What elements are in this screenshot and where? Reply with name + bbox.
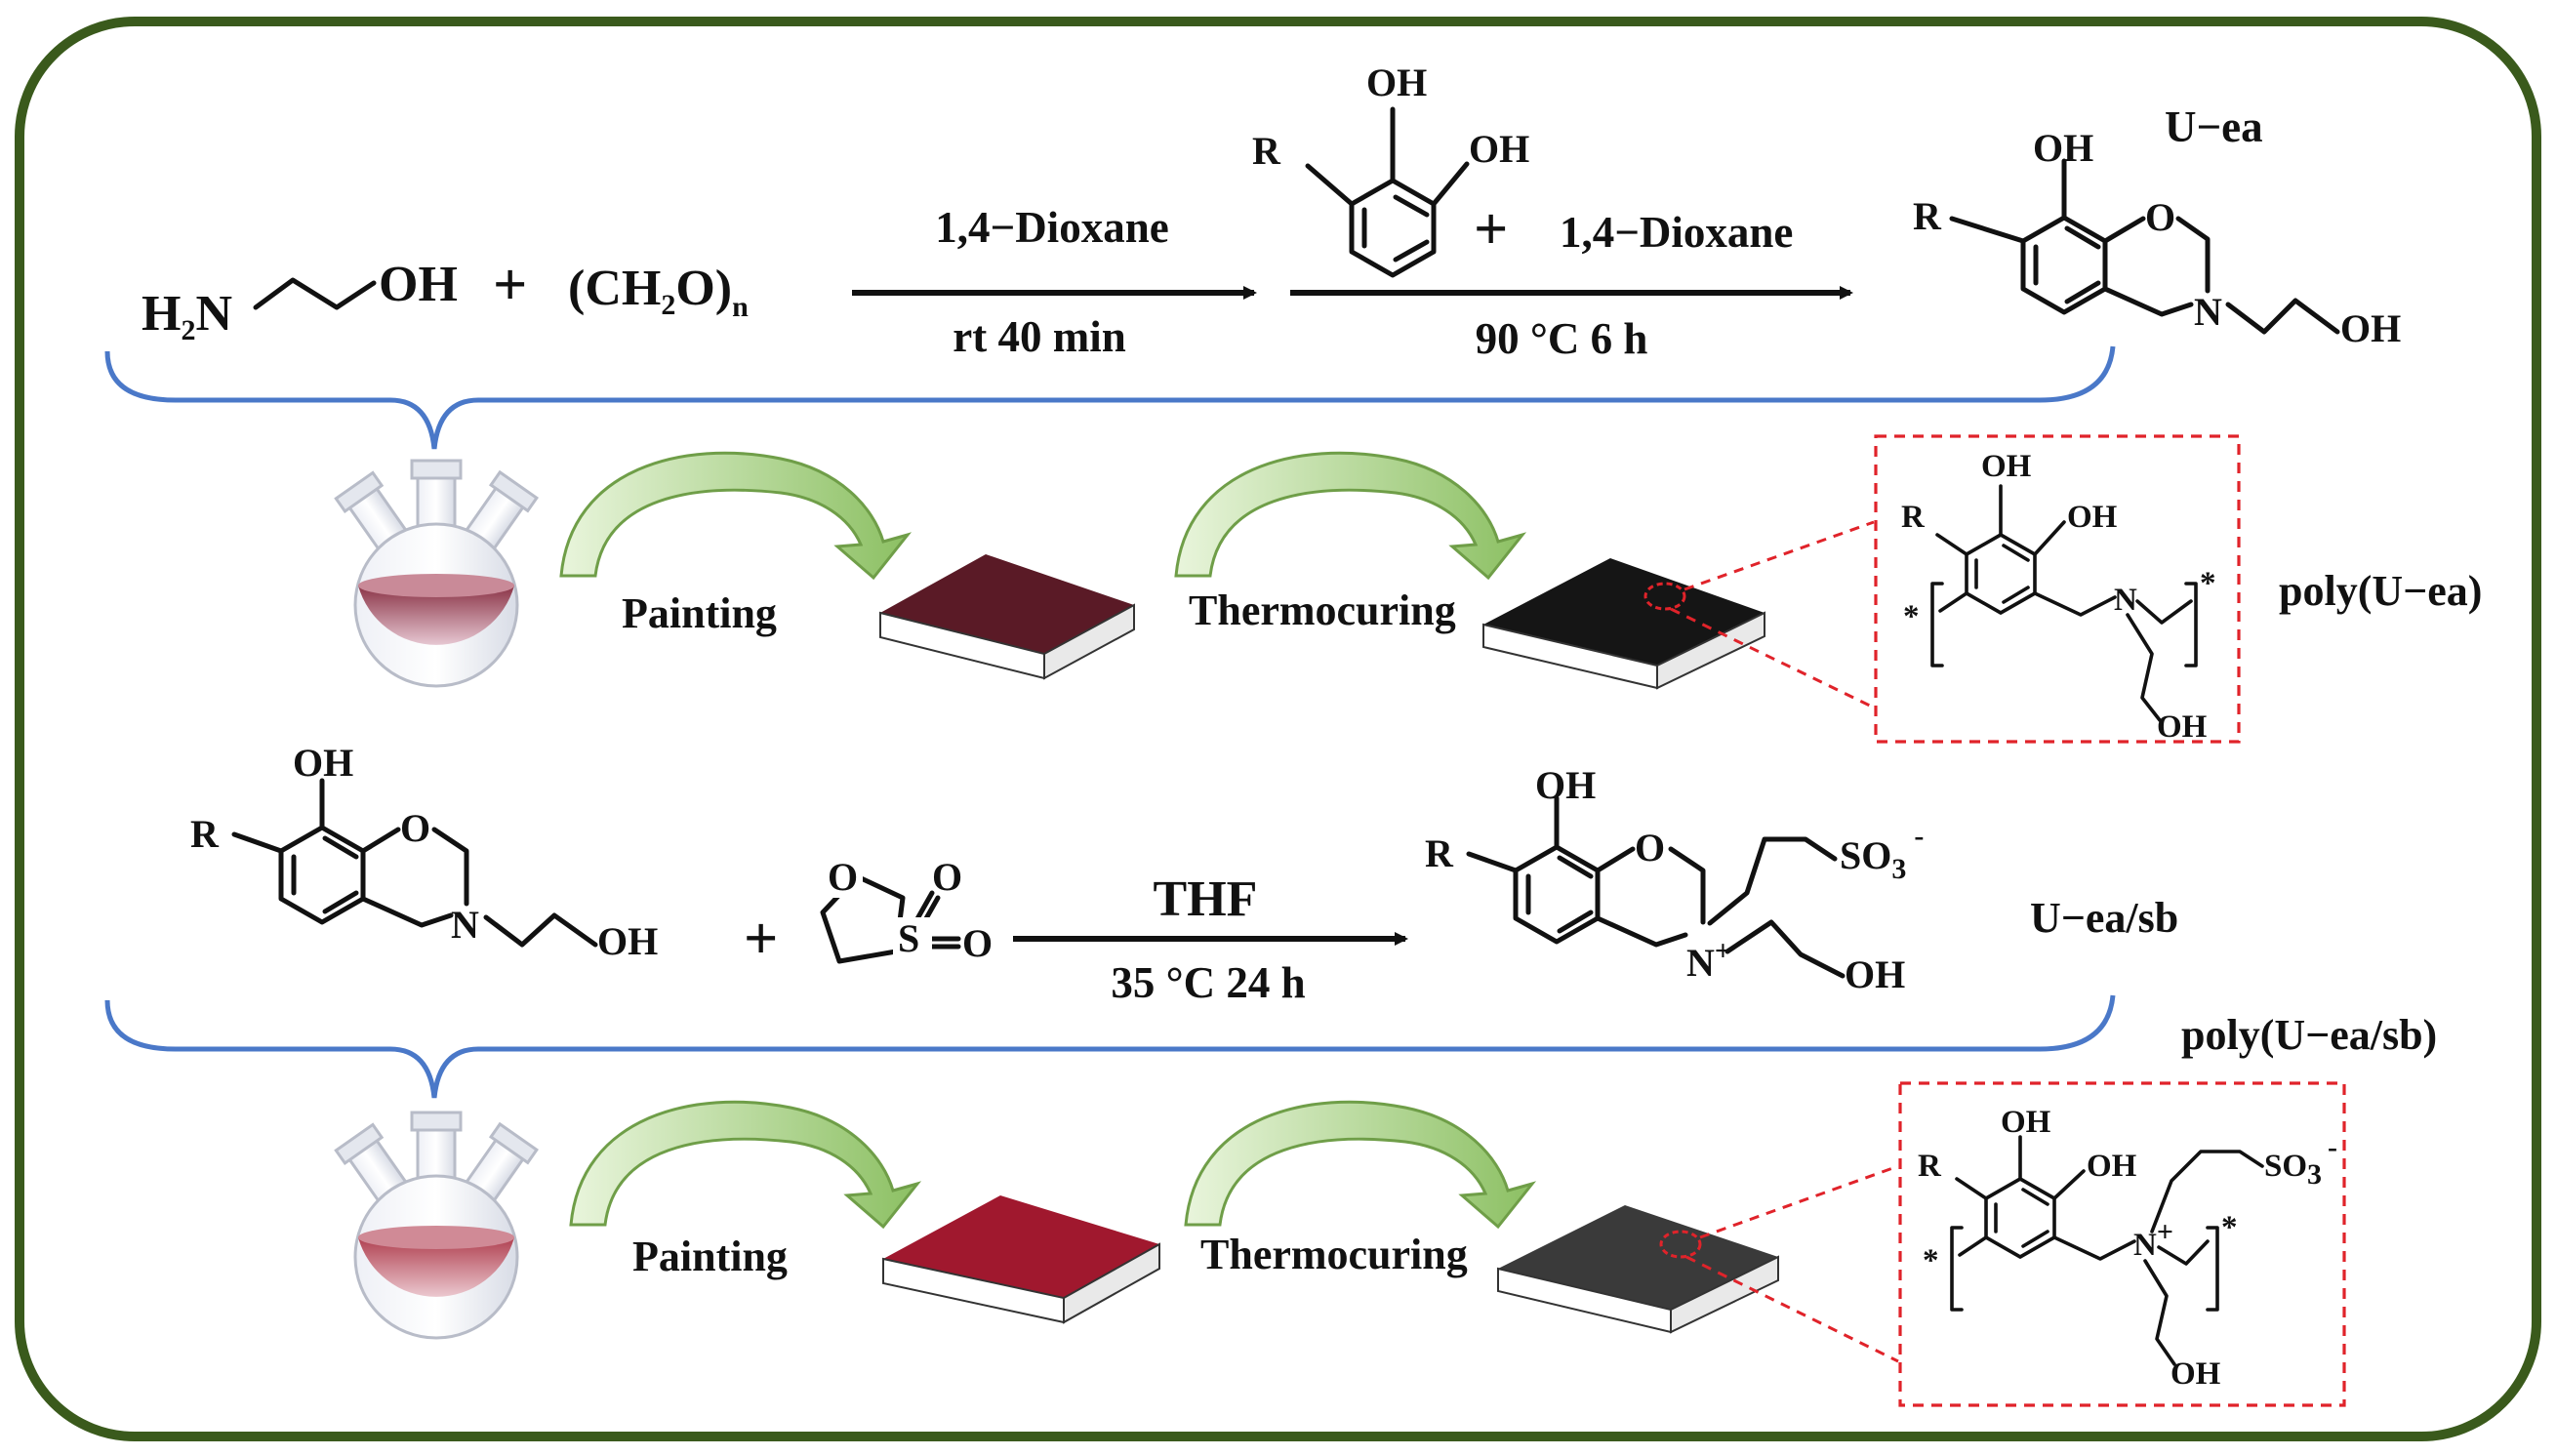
row1-reactant-paraformaldehyde: (CH2O)n <box>568 261 749 323</box>
coated-plate-2 <box>882 1195 1160 1324</box>
svg-text:N: N <box>2194 290 2222 334</box>
svg-text:R: R <box>190 812 220 856</box>
svg-text:R: R <box>1425 831 1454 875</box>
svg-text:R: R <box>1918 1149 1942 1184</box>
svg-text:OH: OH <box>597 919 658 963</box>
u-ea-sb-structure: OH R O N+ SO3- OH <box>1425 763 1924 996</box>
svg-text:*: * <box>1903 599 1920 634</box>
brace-1 <box>104 345 2116 450</box>
svg-text:S: S <box>898 916 919 960</box>
svg-text:N: N <box>2114 583 2137 618</box>
poly-u-ea-sb-label: poly(U−ea/sb) <box>2181 1011 2437 1059</box>
outer-frame <box>15 17 2541 1441</box>
row2-thermocuring-label: Thermocuring <box>1189 586 1456 634</box>
svg-text:OH: OH <box>2340 306 2401 350</box>
row1-reactant-ethanolamine: H2N OH <box>142 257 458 346</box>
curved-arrow-4 <box>1184 1100 1537 1230</box>
zoom-line-2b <box>1685 1255 1899 1363</box>
svg-text:OH: OH <box>1366 61 1427 104</box>
propane-sultone-structure: O S O O <box>820 855 993 965</box>
svg-text:OH: OH <box>2033 126 2093 170</box>
svg-text:OH: OH <box>1845 952 1905 996</box>
row3-plus: + <box>744 906 778 972</box>
svg-text:SO3-: SO3- <box>1840 820 1924 885</box>
catechol-structure: OH OH R <box>1252 61 1529 278</box>
curved-arrow-2 <box>1174 451 1527 581</box>
curved-arrow-3 <box>569 1100 922 1230</box>
svg-text:O: O <box>962 921 993 965</box>
svg-text:OH: OH <box>2001 1105 2051 1140</box>
poly-u-ea-structure: OH OH R N OH * * <box>1901 449 2216 745</box>
svg-text:OH: OH <box>2067 500 2118 535</box>
svg-text:OH: OH <box>1535 763 1596 807</box>
svg-text:OH: OH <box>1981 449 2032 484</box>
row4-painting-label: Painting <box>632 1233 788 1280</box>
svg-text:OH: OH <box>379 257 458 312</box>
u-ea-label: U−ea <box>2165 102 2263 151</box>
svg-text:OH: OH <box>2157 709 2208 745</box>
svg-text:R: R <box>1252 129 1281 173</box>
svg-text:O: O <box>932 855 962 899</box>
row1-arrow-1-top-label: 1,4−Dioxane <box>935 203 1168 252</box>
flask-1 <box>334 459 539 688</box>
row1-arrow-2-bottom-label: 90 °C 6 h <box>1476 314 1648 363</box>
flask-2 <box>334 1111 539 1340</box>
svg-text:*: * <box>1923 1243 1939 1278</box>
svg-text:O: O <box>400 806 430 850</box>
row3-arrow-top-label: THF <box>1154 871 1258 927</box>
zoom-line-2a <box>1699 1164 1899 1239</box>
brace-2 <box>104 994 2116 1099</box>
zoom-line-1b <box>1670 607 1875 709</box>
svg-text:OH: OH <box>1469 127 1529 171</box>
svg-text:N+: N+ <box>1686 935 1731 985</box>
svg-text:SO3-: SO3- <box>2264 1131 2337 1191</box>
poly-u-ea-sb-structure: OH OH R N+ SO3- OH * * <box>1918 1105 2337 1392</box>
svg-text:O: O <box>1635 826 1665 870</box>
coated-plate-1 <box>879 554 1135 680</box>
row1-plus: + <box>493 252 527 318</box>
svg-text:H2N: H2N <box>142 286 232 346</box>
row4-thermocuring-label: Thermocuring <box>1200 1231 1468 1278</box>
cured-plate-2 <box>1497 1205 1779 1334</box>
curved-arrow-1 <box>559 451 913 581</box>
poly-u-ea-label: poly(U−ea) <box>2279 567 2482 615</box>
svg-text:R: R <box>1901 500 1926 535</box>
svg-text:(CH2O)n: (CH2O)n <box>568 261 749 323</box>
svg-text:N: N <box>451 903 479 947</box>
u-ea-reactant-structure: OH R O N OH <box>190 741 658 963</box>
row3-arrow-bottom-label: 35 °C 24 h <box>1111 958 1305 1007</box>
u-ea-structure: OH R O N OH <box>1913 126 2401 350</box>
row1-arrow-1-bottom-label: rt 40 min <box>953 312 1125 361</box>
u-ea-sb-label: U−ea/sb <box>2030 894 2178 942</box>
svg-text:O: O <box>828 855 858 899</box>
row2-painting-label: Painting <box>622 589 777 637</box>
zoom-box-2 <box>1898 1081 2346 1407</box>
zoom-line-1a <box>1684 520 1875 591</box>
cured-plate-1 <box>1482 558 1765 690</box>
zoom-box-1 <box>1874 434 2241 744</box>
row1-arrow-2-plus: + <box>1474 196 1508 263</box>
svg-text:R: R <box>1913 194 1942 238</box>
svg-text:OH: OH <box>293 741 353 785</box>
svg-text:N+: N+ <box>2133 1216 2173 1263</box>
svg-text:OH: OH <box>2087 1149 2137 1184</box>
svg-text:OH: OH <box>2171 1356 2221 1392</box>
svg-text:O: O <box>2145 195 2175 239</box>
row1-arrow-2-top-label: 1,4−Dioxane <box>1560 208 1793 257</box>
svg-text:*: * <box>2221 1210 2238 1245</box>
svg-text:*: * <box>2200 566 2216 601</box>
